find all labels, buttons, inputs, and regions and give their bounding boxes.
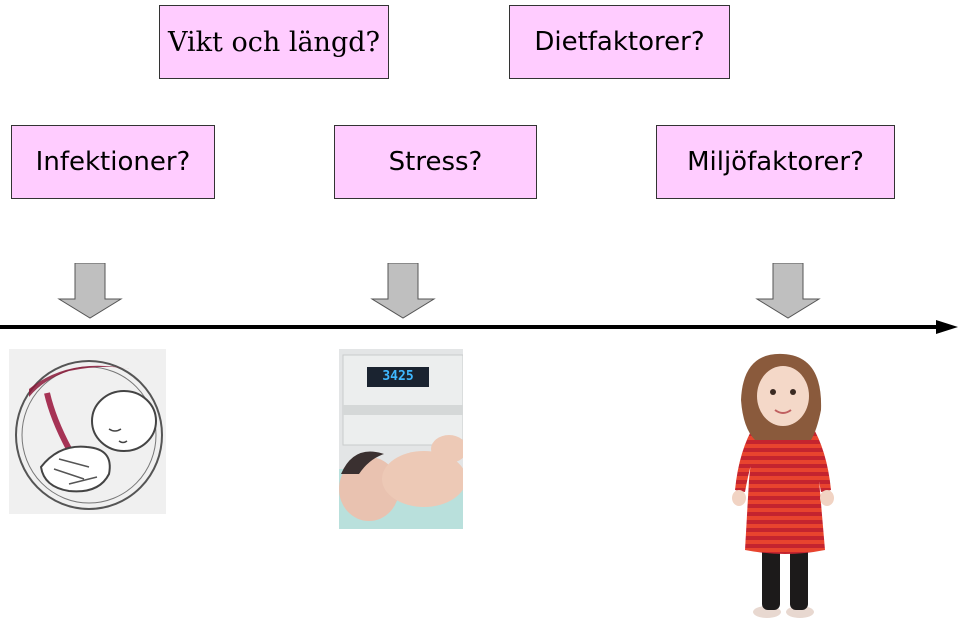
down-arrow-birth: [370, 263, 436, 319]
scale-readout: 3425: [382, 369, 414, 384]
label-environment-factors-text: Miljöfaktorer?: [687, 147, 864, 177]
label-stress: Stress?: [334, 125, 537, 199]
down-arrow-childhood: [755, 263, 821, 319]
label-diet-factors-text: Dietfaktorer?: [534, 27, 705, 57]
fetus-illustration: [9, 349, 166, 514]
label-stress-text: Stress?: [388, 147, 483, 177]
down-arrow-prenatal: [57, 263, 123, 319]
label-environment-factors: Miljöfaktorer?: [656, 125, 895, 199]
newborn-on-scale-photo: 3425: [339, 349, 463, 529]
label-infections-text: Infektioner?: [35, 147, 191, 177]
label-infections: Infektioner?: [11, 125, 215, 199]
toddler-photo: [715, 340, 852, 625]
label-diet-factors: Dietfaktorer?: [509, 5, 730, 79]
label-weight-height-text: Vikt och längd?: [168, 26, 380, 58]
label-weight-height: Vikt och längd?: [159, 5, 389, 79]
timeline-arrow: [0, 320, 958, 334]
